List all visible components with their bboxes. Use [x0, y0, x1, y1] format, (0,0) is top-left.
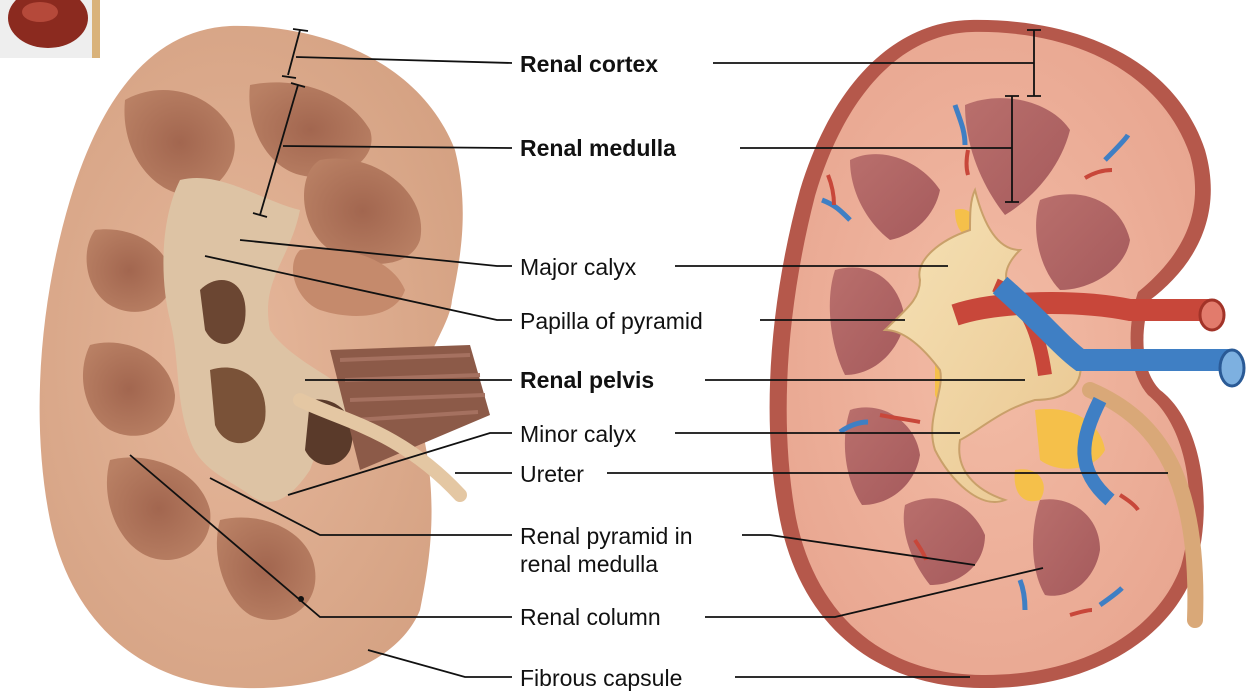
label-fibrous-capsule: Fibrous capsule	[520, 665, 683, 691]
label-renal-column: Renal column	[520, 604, 661, 630]
label-renal-medulla: Renal medulla	[520, 135, 676, 161]
label-minor-calyx: Minor calyx	[520, 421, 637, 447]
leader-papilla-left	[204, 255, 512, 321]
leader-renal-column-right	[705, 567, 1044, 618]
label-papilla-of-pyramid: Papilla of pyramid	[520, 308, 703, 334]
leader-renal-cortex-left	[281, 28, 513, 79]
leader-renal-medulla-left	[252, 82, 513, 218]
illustrated-kidney	[769, 19, 1246, 689]
kidney-thumbnail	[0, 0, 100, 58]
leader-renal-cortex-right	[713, 29, 1041, 97]
leader-renal-pyramid-right	[742, 534, 976, 566]
label-renal-pyramid-line1: Renal pyramid in	[520, 523, 693, 549]
leader-lines	[129, 28, 1168, 678]
leader-major-calyx-left	[239, 239, 512, 267]
renal-column-dot	[298, 596, 304, 602]
label-renal-cortex: Renal cortex	[520, 51, 659, 77]
specimen-kidney	[39, 25, 490, 689]
leader-renal-column-left	[129, 454, 512, 618]
label-renal-pelvis: Renal pelvis	[520, 367, 655, 393]
leader-minor-calyx-left	[287, 432, 512, 496]
label-major-calyx: Major calyx	[520, 254, 637, 280]
label-renal-pyramid-line2: renal medulla	[520, 551, 659, 577]
leader-renal-pyramid-left	[209, 477, 512, 536]
leader-renal-medulla-right	[740, 95, 1019, 203]
leader-fibrous-capsule-left	[367, 649, 512, 678]
label-ureter: Ureter	[520, 461, 584, 487]
